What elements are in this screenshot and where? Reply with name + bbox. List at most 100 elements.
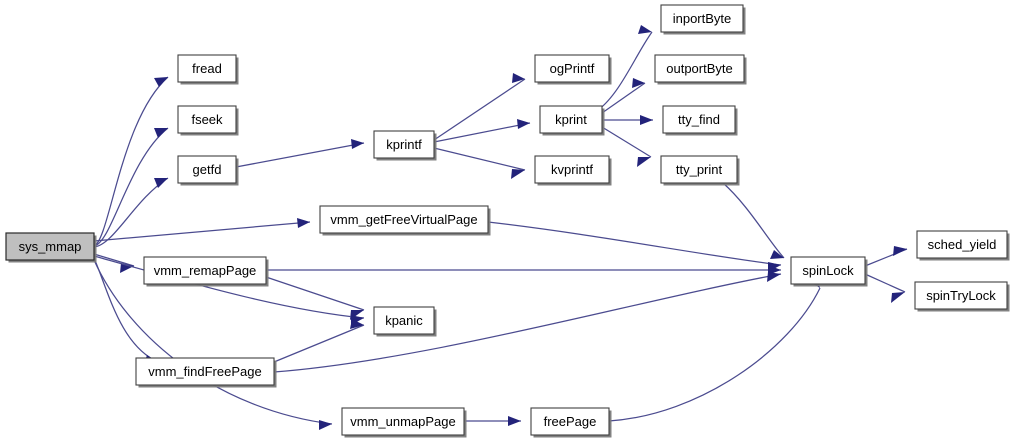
- arrowhead-icon: [350, 319, 364, 329]
- node-hit-area[interactable]: [6, 233, 94, 260]
- arrowhead-icon: [511, 169, 525, 179]
- node-vmm_remapPage[interactable]: vmm_remapPage: [143, 256, 269, 287]
- node-kprint[interactable]: kprint: [539, 105, 605, 136]
- node-box[interactable]: [916, 230, 1008, 259]
- arrowhead-icon: [640, 115, 653, 125]
- nodes-layer: sys_mmap fread fseek getfd kprintf ogPrintf kp…: [5, 4, 1010, 438]
- arrowhead-icon: [512, 73, 525, 83]
- node-vmm_getFreeVirtualPage[interactable]: vmm_getFreeVirtualPage: [319, 205, 491, 236]
- node-box[interactable]: [660, 4, 744, 33]
- node-hit-area[interactable]: [178, 106, 236, 133]
- edge-sys_mmap-to-fseek: [93, 127, 169, 247]
- edge-line: [235, 142, 365, 168]
- node-hit-area[interactable]: [178, 55, 236, 82]
- edges-layer: [93, 25, 908, 430]
- node-box[interactable]: [654, 54, 745, 83]
- node-hit-area[interactable]: [655, 55, 744, 82]
- node-box[interactable]: [534, 155, 610, 184]
- node-hit-area[interactable]: [535, 55, 609, 82]
- node-fseek[interactable]: fseek: [177, 105, 239, 136]
- edge-line: [93, 177, 169, 248]
- node-box[interactable]: [914, 281, 1008, 310]
- node-vmm_findFreePage[interactable]: vmm_findFreePage: [135, 357, 277, 388]
- node-hit-area[interactable]: [663, 106, 735, 133]
- node-box[interactable]: [373, 306, 435, 335]
- edge-line: [273, 273, 782, 373]
- node-box[interactable]: [373, 130, 435, 159]
- node-hit-area[interactable]: [374, 307, 434, 334]
- node-sys_mmap[interactable]: sys_mmap: [5, 232, 97, 263]
- node-hit-area[interactable]: [915, 282, 1007, 309]
- node-hit-area[interactable]: [531, 408, 609, 435]
- node-hit-area[interactable]: [791, 257, 865, 284]
- edge-line: [93, 255, 365, 319]
- node-box[interactable]: [177, 54, 237, 83]
- node-freePage[interactable]: freePage: [530, 407, 612, 438]
- node-box[interactable]: [662, 105, 736, 134]
- arrowhead-icon: [351, 139, 364, 149]
- node-spinTryLock[interactable]: spinTryLock: [914, 281, 1010, 312]
- edge-line: [433, 147, 526, 171]
- node-hit-area[interactable]: [661, 156, 737, 183]
- node-box[interactable]: [534, 54, 610, 83]
- arrowhead-icon: [767, 272, 781, 282]
- edge-sys_mmap-to-fread: [93, 76, 169, 247]
- node-tty_print[interactable]: tty_print: [660, 155, 740, 186]
- node-sched_yield[interactable]: sched_yield: [916, 230, 1010, 261]
- edge-vmm_remapPage-to-spinLock: [266, 265, 781, 275]
- node-hit-area[interactable]: [320, 206, 488, 233]
- edge-freePage-to-spinLock: [608, 275, 821, 422]
- node-box[interactable]: [143, 256, 267, 285]
- arrowhead-icon: [120, 263, 134, 273]
- node-kvprintf[interactable]: kvprintf: [534, 155, 612, 186]
- node-hit-area[interactable]: [535, 156, 609, 183]
- node-outportByte[interactable]: outportByte: [654, 54, 747, 85]
- node-box[interactable]: [530, 407, 610, 436]
- node-box[interactable]: [177, 155, 237, 184]
- edge-sys_mmap-to-vmm_remapPage: [93, 253, 135, 273]
- edge-spinLock-to-sched_yield: [864, 246, 908, 267]
- edge-kprint-to-inportByte: [597, 25, 653, 111]
- node-hit-area[interactable]: [178, 156, 236, 183]
- arrowhead-icon: [632, 78, 645, 88]
- edge-line: [864, 273, 906, 293]
- node-hit-area[interactable]: [917, 231, 1007, 258]
- node-box[interactable]: [790, 256, 866, 285]
- node-hit-area[interactable]: [661, 5, 743, 32]
- edge-vmm_getFreeVirtualPage-to-spinLock: [487, 221, 782, 272]
- node-hit-area[interactable]: [342, 408, 464, 435]
- node-hit-area[interactable]: [374, 131, 434, 158]
- node-box[interactable]: [177, 105, 237, 134]
- edge-line: [722, 182, 785, 259]
- edge-line: [601, 82, 646, 114]
- node-box[interactable]: [135, 357, 275, 386]
- node-box[interactable]: [539, 105, 603, 134]
- node-inportByte[interactable]: inportByte: [660, 4, 746, 35]
- edge-line: [608, 287, 821, 422]
- edge-vmm_findFreePage-to-spinLock: [273, 272, 782, 373]
- node-getfd[interactable]: getfd: [177, 155, 239, 186]
- arrowhead-icon: [508, 416, 521, 426]
- node-kprintf[interactable]: kprintf: [373, 130, 437, 161]
- node-fread[interactable]: fread: [177, 54, 239, 85]
- edge-line: [93, 221, 311, 242]
- edge-kprint-to-tty_find: [602, 115, 653, 125]
- node-box[interactable]: [319, 205, 489, 234]
- node-vmm_unmapPage[interactable]: vmm_unmapPage: [341, 407, 467, 438]
- edge-line: [601, 126, 652, 158]
- node-spinLock[interactable]: spinLock: [790, 256, 868, 287]
- edge-kprintf-to-kprint: [433, 119, 531, 143]
- node-box[interactable]: [341, 407, 465, 436]
- edge-line: [433, 122, 531, 143]
- node-box[interactable]: [5, 232, 95, 261]
- node-hit-area[interactable]: [136, 358, 274, 385]
- node-box[interactable]: [660, 155, 738, 184]
- node-tty_find[interactable]: tty_find: [662, 105, 738, 136]
- node-ogPrintf[interactable]: ogPrintf: [534, 54, 612, 85]
- edge-vmm_remapPage-to-kpanic: [265, 276, 365, 320]
- node-kpanic[interactable]: kpanic: [373, 306, 437, 337]
- node-hit-area[interactable]: [540, 106, 602, 133]
- edge-tty_print-to-spinLock: [722, 182, 785, 259]
- node-hit-area[interactable]: [144, 257, 266, 284]
